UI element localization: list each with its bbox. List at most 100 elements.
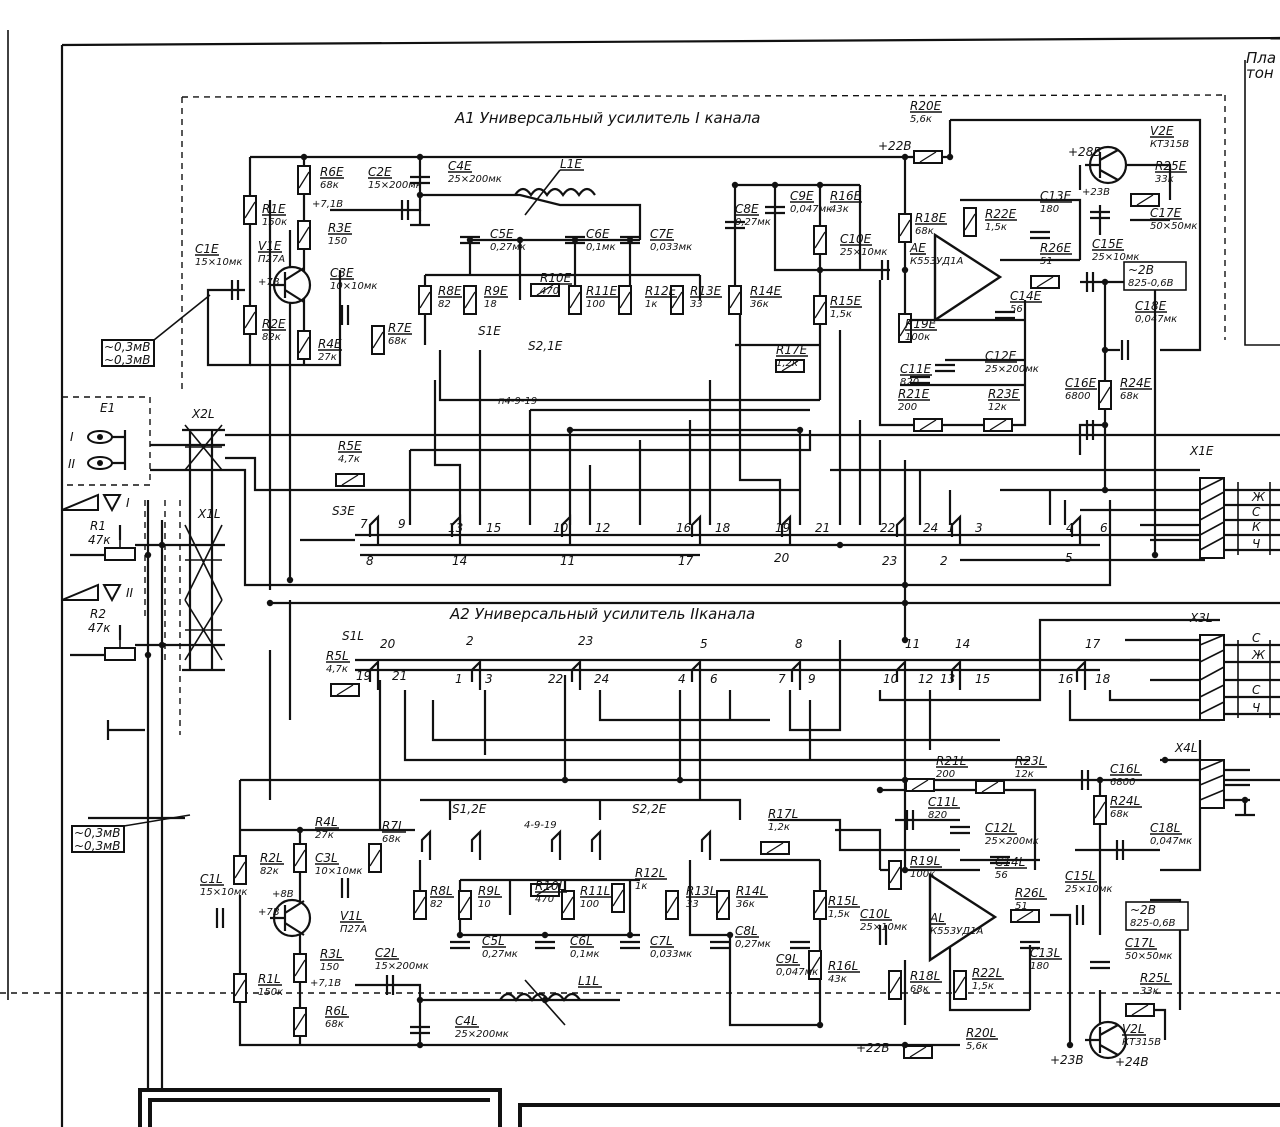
switch-contact-number: 4 xyxy=(1066,521,1074,535)
junction-dot xyxy=(901,1041,909,1049)
switch-contact-number: 10 xyxy=(553,521,569,535)
jack-i xyxy=(87,430,113,444)
label-c2l-value: 15×200мк xyxy=(375,961,429,972)
label-r13e-value: 33 xyxy=(690,299,703,310)
label-c18e-value: 0,047мк xyxy=(1135,314,1177,325)
supply-p88-bot: +8В xyxy=(272,889,294,900)
label-c9l-value: 0,047мк xyxy=(776,967,818,978)
label-c13l-name: C13L xyxy=(1030,946,1060,960)
label-r14e-name: R14E xyxy=(750,284,782,298)
label-c9l-name: C9L xyxy=(776,952,799,966)
capacitor-symbols xyxy=(215,175,1130,1035)
label-x1e: X1E xyxy=(1189,444,1214,458)
junction-dot xyxy=(901,266,909,274)
label-v1e-name: V1E xyxy=(258,239,282,253)
switch-contact-number: 2 xyxy=(466,634,474,648)
junction-dot xyxy=(541,931,549,939)
switch-contact-number: 24 xyxy=(594,672,609,686)
label-r11e-name: R11E xyxy=(586,284,618,298)
l1e-coil-icon xyxy=(514,169,596,216)
label-r15l-name: R15L xyxy=(828,894,858,908)
label-r22l-name: R22L xyxy=(972,966,1002,980)
label-r14e-value: 36к xyxy=(750,299,769,310)
switch-contact-icon xyxy=(950,514,962,545)
r19e-resistor-icon xyxy=(898,313,912,343)
r1-potentiometer xyxy=(104,540,136,561)
switch-contact-number: 19 xyxy=(775,521,790,535)
label-c2e-value: 15×200мк xyxy=(368,180,422,191)
switch-contact-icon xyxy=(780,514,792,545)
junction-dot xyxy=(416,1041,424,1049)
supply-p24-bot: +24В xyxy=(1115,1055,1149,1069)
switch-contact-number: 9 xyxy=(398,517,406,531)
junction-dot xyxy=(626,236,634,244)
label-ch1: I xyxy=(70,430,74,444)
label-c5e-value: 0,27мк xyxy=(490,242,526,253)
r8l-resistor-icon xyxy=(413,890,427,920)
label-x1l: X1L xyxy=(197,507,221,521)
label-r1l-name: R1L xyxy=(258,972,281,986)
switch-contact-icon xyxy=(895,659,907,690)
r17l-resistor-icon xyxy=(760,841,790,855)
al-opamp-icon xyxy=(928,872,998,963)
label-c6e-value: 0,1мк xyxy=(586,242,616,253)
label-s3e: S3E xyxy=(332,504,355,518)
switch-contact-number: 11 xyxy=(560,554,575,568)
label-r21e-value: 200 xyxy=(898,402,917,413)
v2e-transistor-icon xyxy=(1085,145,1128,185)
junction-dot xyxy=(416,191,424,199)
ground-icon-top xyxy=(410,210,430,227)
r22l-resistor-icon xyxy=(953,970,967,1000)
label-a1l-value: К553УД1А xyxy=(930,926,983,937)
c4e-capacitor-icon xyxy=(410,175,430,185)
label-c1l-name: C1L xyxy=(200,872,223,886)
label-r12l-value: 1к xyxy=(635,881,647,892)
c10e-capacitor-icon xyxy=(880,260,890,280)
meter-top-line1: ~0,3мВ xyxy=(104,340,150,354)
label-r14l-value: 36к xyxy=(736,899,755,910)
junction-dot xyxy=(816,266,824,274)
label-r17e-value: 1,2к xyxy=(776,358,798,369)
c3e-capacitor-icon xyxy=(340,305,350,325)
label-r21l-value: 200 xyxy=(936,769,955,780)
junction-dot xyxy=(158,541,166,549)
label-c4l-value: 25×200мк xyxy=(455,1029,509,1040)
label-c6l-value: 0,1мк xyxy=(570,949,600,960)
label-c18l-name: C18L xyxy=(1150,821,1180,835)
wire-top-2: С xyxy=(1252,505,1261,519)
label-c14l-value: 56 xyxy=(995,870,1008,881)
c13e-capacitor-icon xyxy=(1030,230,1050,240)
switch-contact-number: 21 xyxy=(815,521,830,535)
switch-contact-icon xyxy=(368,514,380,545)
junction-dot xyxy=(731,181,739,189)
label-r8l-value: 82 xyxy=(430,899,443,910)
switch-contact-number: 2 xyxy=(940,554,948,568)
label-r16e-name: R16E xyxy=(830,189,862,203)
label-c15e-value: 25×10мк xyxy=(1092,252,1139,263)
switch-contact-glyphs xyxy=(368,514,1087,860)
label-r22l-value: 1,5к xyxy=(972,981,994,992)
junction-dot xyxy=(300,153,308,161)
junction-dot xyxy=(1101,346,1109,354)
label-c13e-name: C13E xyxy=(1040,189,1072,203)
supply-p28-top: +28В xyxy=(1068,145,1102,159)
label-r3e-value: 150 xyxy=(328,236,347,247)
r7e-resistor-icon xyxy=(371,325,385,355)
junction-dot xyxy=(816,1021,824,1029)
supply-m28-top-sub: 825-0,6В xyxy=(1128,278,1174,289)
r4e-resistor-icon xyxy=(297,330,311,360)
switch-contact-number: 7 xyxy=(778,672,786,686)
label-r18l-name: R18L xyxy=(910,969,940,983)
meter-bottom-line1: ~0,3мВ xyxy=(74,826,120,840)
junction-dot xyxy=(516,236,524,244)
switch-contact-number: 16 xyxy=(676,521,692,535)
r25l-resistor-icon xyxy=(1125,1003,1155,1017)
label-c17e-value: 50×50мк xyxy=(1150,221,1197,232)
label-c9e-name: C9E xyxy=(790,189,814,203)
label-r4e-value: 27к xyxy=(318,352,337,363)
label-c8l-name: C8L xyxy=(735,924,758,938)
switch-contact-number: 12 xyxy=(595,521,610,535)
junction-dot xyxy=(816,181,824,189)
label-r4l-name: R4L xyxy=(315,815,338,829)
